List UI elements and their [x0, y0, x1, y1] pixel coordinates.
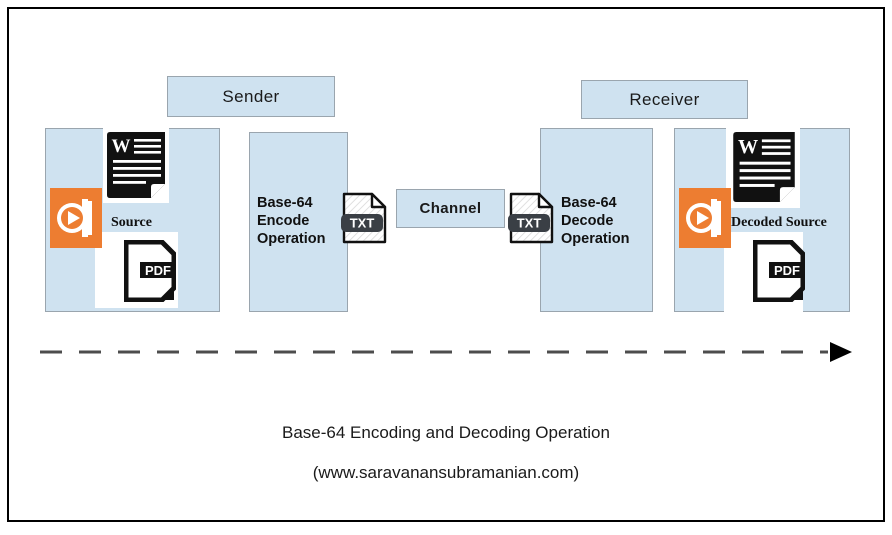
word-document-icon: W [733, 132, 795, 202]
pdf-label-glyph: PDF [145, 263, 171, 278]
decode-operation-panel [540, 128, 653, 312]
txt-file-icon: TXT [508, 192, 554, 244]
word-letter-glyph: W [738, 136, 758, 158]
diagram-title-caption: Base-64 Encoding and Decoding Operation [282, 423, 610, 442]
diagram-outer-frame [7, 7, 885, 522]
sender-label-box: Sender [167, 76, 335, 117]
txt-file-icon: TXT [341, 192, 387, 244]
flow-direction-arrow [40, 342, 852, 362]
decoded-source-label: Decoded Source [731, 215, 827, 230]
txt-label-glyph: TXT [350, 216, 375, 231]
arrow-head [830, 342, 852, 362]
sender-label-text: Sender [222, 86, 280, 106]
channel-label-text: Channel [419, 200, 482, 217]
pdf-document-icon: PDF [124, 240, 176, 302]
txt-label-glyph: TXT [517, 216, 542, 231]
word-document-icon: W [107, 132, 165, 198]
pdf-label-glyph: PDF [774, 263, 800, 278]
diagram-source-url-caption: (www.saravanansubramanian.com) [312, 463, 580, 482]
media-play-icon [679, 188, 731, 248]
decode-operation-label: Base-64 Decode Operation [561, 195, 630, 247]
word-letter-glyph: W [112, 136, 131, 157]
receiver-label-box: Receiver [581, 80, 748, 119]
receiver-label-text: Receiver [629, 89, 700, 109]
channel-box: Channel [396, 189, 505, 228]
media-play-icon [50, 188, 102, 248]
pdf-document-icon: PDF [753, 240, 805, 302]
encode-operation-label: Base-64 Encode Operation [257, 195, 326, 247]
encode-operation-panel [249, 132, 348, 312]
source-label: Source [111, 215, 152, 230]
